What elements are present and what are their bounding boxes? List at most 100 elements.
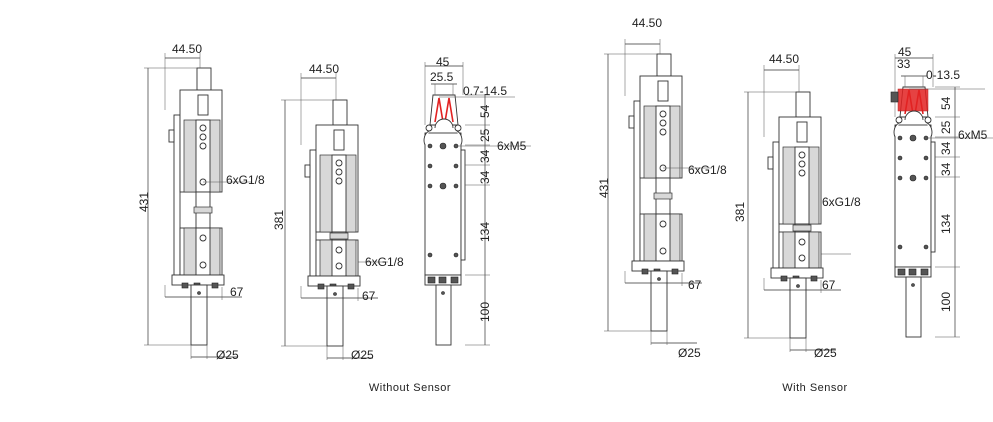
piston-rod bbox=[656, 53, 672, 77]
port-hole bbox=[199, 124, 207, 132]
mounting-plate bbox=[309, 149, 317, 277]
port-hole bbox=[199, 133, 207, 141]
port-strip bbox=[331, 239, 347, 277]
shaft-diameter-label: Ø25 bbox=[678, 346, 701, 360]
rod-clamp bbox=[333, 129, 345, 151]
mounting-hole bbox=[923, 155, 929, 161]
coupling-nut bbox=[792, 224, 812, 232]
sensor-connector bbox=[890, 91, 899, 103]
dim-label: 54 bbox=[939, 96, 953, 110]
port-hole bbox=[798, 151, 806, 159]
mounting-hole bbox=[923, 175, 929, 181]
jaw-arch bbox=[434, 118, 454, 129]
dim-label: 34 bbox=[478, 170, 492, 184]
dim-width-label: 45 bbox=[436, 55, 450, 69]
base-bolt bbox=[908, 268, 917, 276]
coupling-nut bbox=[653, 192, 673, 200]
port-label: 6xG1/8 bbox=[226, 173, 265, 187]
port-strip bbox=[331, 154, 347, 233]
base-bolt bbox=[897, 268, 906, 276]
output-shaft bbox=[326, 285, 344, 347]
dim-width-label: 44.50 bbox=[172, 42, 202, 56]
gripper-finger-red bbox=[434, 97, 454, 123]
mounting-hole bbox=[427, 143, 433, 149]
caption-without-sensor: Without Sensor bbox=[369, 382, 451, 394]
base-bolt bbox=[347, 283, 355, 290]
mounting-hole bbox=[923, 244, 929, 250]
mounting-hole bbox=[453, 163, 459, 169]
mounting-hole bbox=[427, 163, 433, 169]
port-hole bbox=[798, 160, 806, 168]
shaft-diameter-label: Ø25 bbox=[351, 348, 374, 362]
side-view-short bbox=[281, 73, 388, 360]
group-without-sensor: 44.50 431 6xG1/8 67 Ø25 44.50 381 6xG1/8… bbox=[137, 42, 531, 394]
output-shaft bbox=[789, 277, 807, 339]
pivot-pin bbox=[895, 116, 903, 124]
base-bolt bbox=[317, 283, 325, 290]
base-bolt bbox=[671, 268, 679, 275]
group-with-sensor: 44.50 431 6xG1/8 67 Ø25 44.50 381 6xG1/8… bbox=[597, 16, 993, 394]
output-shaft bbox=[650, 270, 668, 332]
dim-label: 100 bbox=[939, 292, 953, 312]
shaft-pin bbox=[333, 292, 337, 296]
port-hole bbox=[199, 142, 207, 150]
dim-label: 25 bbox=[478, 128, 492, 142]
dim-width-label: 44.50 bbox=[309, 62, 339, 76]
dim-label: 34 bbox=[939, 162, 953, 176]
port-label: 6xG1/8 bbox=[365, 255, 404, 269]
gripper-body bbox=[424, 132, 462, 276]
side-bracket bbox=[767, 156, 774, 170]
mounting-hole bbox=[897, 155, 903, 161]
pivot-pin bbox=[924, 116, 932, 124]
output-shaft bbox=[435, 284, 452, 346]
dim-width-label: 45 bbox=[898, 45, 912, 59]
dim-height-label: 381 bbox=[733, 202, 747, 222]
center-hole bbox=[439, 142, 447, 150]
side-rail bbox=[930, 141, 936, 253]
piston-rod bbox=[795, 91, 811, 118]
front-view bbox=[423, 62, 531, 346]
dim-label: 134 bbox=[478, 222, 492, 242]
port-hole bbox=[335, 246, 343, 254]
pivot-pin bbox=[454, 124, 462, 132]
port-hole bbox=[659, 128, 667, 136]
rod-clamp bbox=[796, 121, 808, 143]
shaft-pin bbox=[657, 277, 661, 281]
dim-height-label: 381 bbox=[272, 210, 286, 230]
caption-with-sensor: With Sensor bbox=[782, 382, 847, 394]
dim-width-label: 44.50 bbox=[632, 16, 662, 30]
pivot-pin bbox=[425, 124, 433, 132]
port-hole bbox=[659, 220, 667, 228]
port-hole bbox=[335, 159, 343, 167]
port-hole bbox=[335, 262, 343, 270]
shaft-pin bbox=[796, 284, 800, 288]
rod-clamp bbox=[657, 80, 669, 102]
piston-rod bbox=[196, 67, 212, 91]
body-shoulder bbox=[423, 130, 463, 146]
piston-rod bbox=[332, 99, 348, 126]
port-hole bbox=[199, 261, 207, 269]
thread-label: 6xM5 bbox=[958, 128, 988, 142]
port-hole bbox=[798, 238, 806, 246]
dim-label: 34 bbox=[939, 141, 953, 155]
center-hole bbox=[909, 174, 917, 182]
mounting-hole bbox=[897, 244, 903, 250]
side-view-long bbox=[144, 53, 252, 359]
base-bolt bbox=[920, 268, 929, 276]
dim-stroke-label: 0.7-14.5 bbox=[463, 84, 507, 98]
side-view-short bbox=[744, 65, 851, 352]
side-bracket bbox=[628, 115, 635, 129]
jaw-arch bbox=[904, 110, 924, 121]
thread-label: 6xM5 bbox=[497, 139, 527, 153]
mounting-hole bbox=[453, 183, 459, 189]
dim-jaw-width-label: 33 bbox=[897, 57, 911, 71]
port-hole bbox=[199, 234, 207, 242]
port-strip bbox=[794, 231, 810, 269]
dim-depth-label: 67 bbox=[362, 289, 376, 303]
coupling-nut bbox=[193, 206, 213, 214]
side-bracket bbox=[168, 129, 175, 143]
mounting-plate bbox=[633, 100, 641, 262]
side-view-long bbox=[604, 39, 712, 345]
base-bolt bbox=[211, 282, 219, 289]
center-hole bbox=[439, 182, 447, 190]
